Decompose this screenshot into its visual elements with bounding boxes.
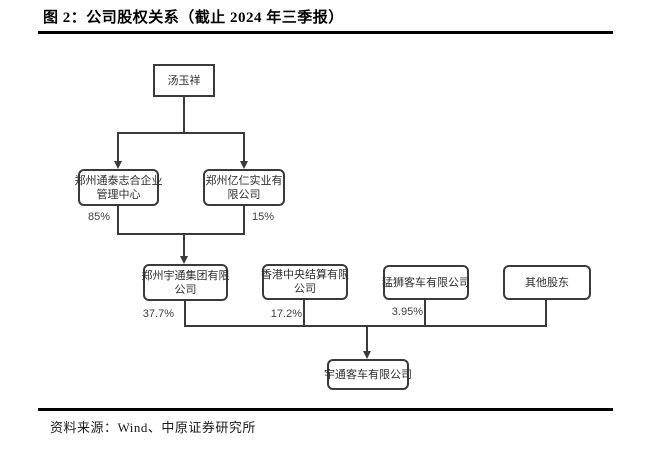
node-yutong-group: 郑州宇通集团有限 公司 xyxy=(141,264,230,301)
node-yutong-bus: 宇通客车有限公司 xyxy=(324,359,412,390)
node-label: 限公司 xyxy=(227,188,261,201)
figure-title: 图 2：公司股权关系（截止 2024 年三季报） xyxy=(43,10,344,26)
node-label: 宇通客车有限公司 xyxy=(324,368,412,381)
node-label: 其他股东 xyxy=(525,276,569,289)
connector-line xyxy=(184,301,186,327)
node-label: 汤玉祥 xyxy=(167,74,201,87)
connector-line xyxy=(303,300,305,327)
connector-line xyxy=(243,206,245,235)
connector-line xyxy=(184,325,547,327)
node-tongtai-zhihe-center: 郑州通泰志合企业 管理中心 xyxy=(75,169,163,206)
footer-rule xyxy=(38,408,613,411)
connector-line xyxy=(183,233,185,257)
node-mengshi-bus: 猛狮客车有限公司 xyxy=(382,265,470,300)
connector-line xyxy=(117,132,119,162)
pct-tongtai: 85% xyxy=(87,211,110,223)
connector-line xyxy=(424,300,426,327)
connector-line xyxy=(183,96,185,134)
node-label: 郑州通泰志合企业 xyxy=(74,174,163,187)
node-label: 香港中央结算有限 xyxy=(261,269,349,281)
connector-line xyxy=(366,325,368,352)
arrow-down-icon xyxy=(240,161,248,169)
source-note: 资料来源：Wind、中原证券研究所 xyxy=(50,420,256,435)
connector-line xyxy=(117,132,245,134)
pct-yiren: 15% xyxy=(252,211,275,223)
node-label: 公司 xyxy=(174,283,197,296)
node-label: 郑州亿仁实业有 xyxy=(205,174,283,187)
connector-line xyxy=(545,300,547,327)
pct-yutong-group: 37.7% xyxy=(142,308,174,320)
node-other-shareholders: 其他股东 xyxy=(503,265,591,300)
node-label: 管理中心 xyxy=(96,188,141,201)
pct-mengshi: 3.95% xyxy=(391,306,423,318)
node-label: 郑州宇通集团有限 xyxy=(141,269,230,282)
connector-line xyxy=(117,206,119,235)
connector-line xyxy=(117,233,245,235)
connector-line xyxy=(243,132,245,162)
arrow-down-icon xyxy=(363,351,371,359)
arrow-down-icon xyxy=(114,161,122,169)
arrow-down-icon xyxy=(180,256,188,264)
node-label: 公司 xyxy=(294,283,316,295)
node-hkscc: 香港中央结算有限 公司 xyxy=(261,264,349,300)
node-yiren-industrial: 郑州亿仁实业有 限公司 xyxy=(203,169,285,206)
title-rule xyxy=(38,31,613,34)
node-label: 猛狮客车有限公司 xyxy=(382,276,470,289)
node-tang-yuxiang: 汤玉祥 xyxy=(153,64,215,97)
pct-hkscc: 17.2% xyxy=(270,308,302,320)
